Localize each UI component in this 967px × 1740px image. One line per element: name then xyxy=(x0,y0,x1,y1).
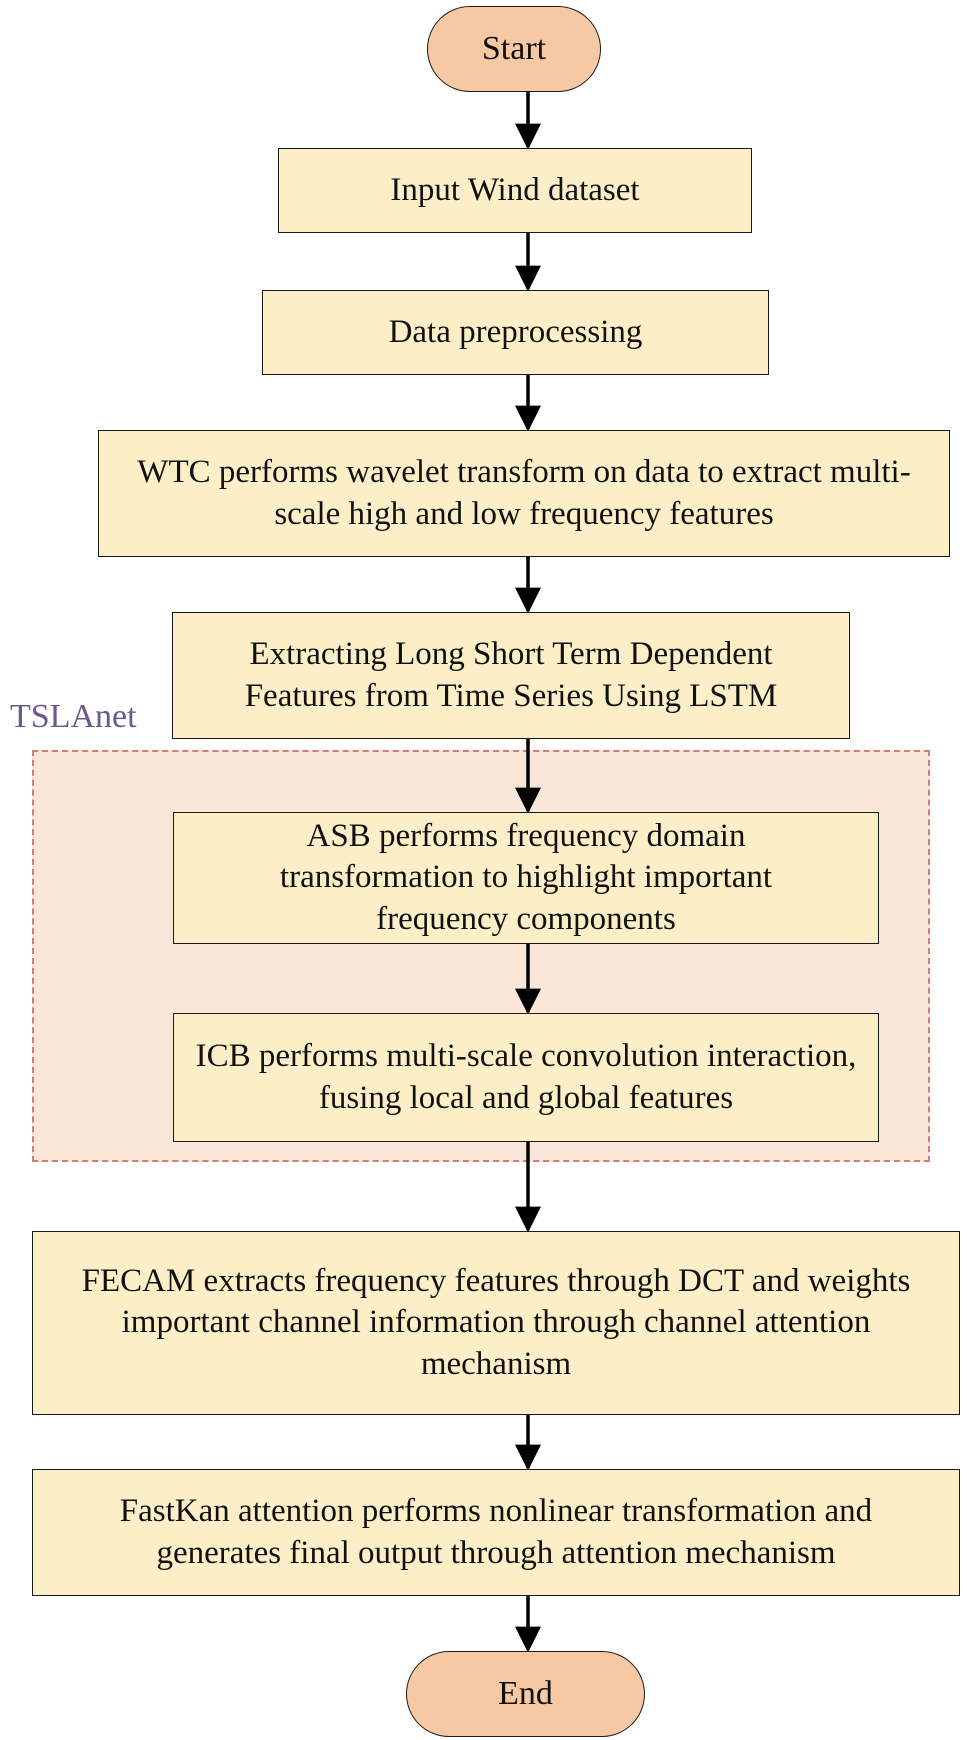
step-4-label: Extracting Long Short Term Dependent Fea… xyxy=(244,635,778,714)
step-input-wind-dataset: Input Wind dataset xyxy=(278,148,752,233)
step-fastkan-attention: FastKan attention performs nonlinear tra… xyxy=(32,1469,960,1596)
step-icb-convolution: ICB performs multi-scale convolution int… xyxy=(173,1013,879,1142)
step-7-label: FECAM extracts frequency features throug… xyxy=(81,1262,911,1382)
step-5-label: ASB performs frequency domain transforma… xyxy=(279,817,773,937)
step-wtc-wavelet-transform: WTC performs wavelet transform on data t… xyxy=(98,430,950,557)
step-fecam-dct: FECAM extracts frequency features throug… xyxy=(32,1231,960,1415)
step-6-label: ICB performs multi-scale convolution int… xyxy=(195,1037,857,1116)
end-label: End xyxy=(498,1675,553,1712)
step-1-label: Input Wind dataset xyxy=(390,171,640,208)
tslanet-group-label: TSLAnet xyxy=(10,698,137,735)
step-8-label: FastKan attention performs nonlinear tra… xyxy=(119,1492,873,1571)
start-terminal: Start xyxy=(427,6,601,92)
step-data-preprocessing: Data preprocessing xyxy=(262,290,769,375)
end-terminal: End xyxy=(406,1651,645,1737)
step-lstm-features: Extracting Long Short Term Dependent Fea… xyxy=(172,612,850,739)
step-3-label: WTC performs wavelet transform on data t… xyxy=(137,453,911,532)
step-2-label: Data preprocessing xyxy=(388,313,643,350)
step-asb-frequency-domain: ASB performs frequency domain transforma… xyxy=(173,812,879,944)
start-label: Start xyxy=(481,30,547,67)
